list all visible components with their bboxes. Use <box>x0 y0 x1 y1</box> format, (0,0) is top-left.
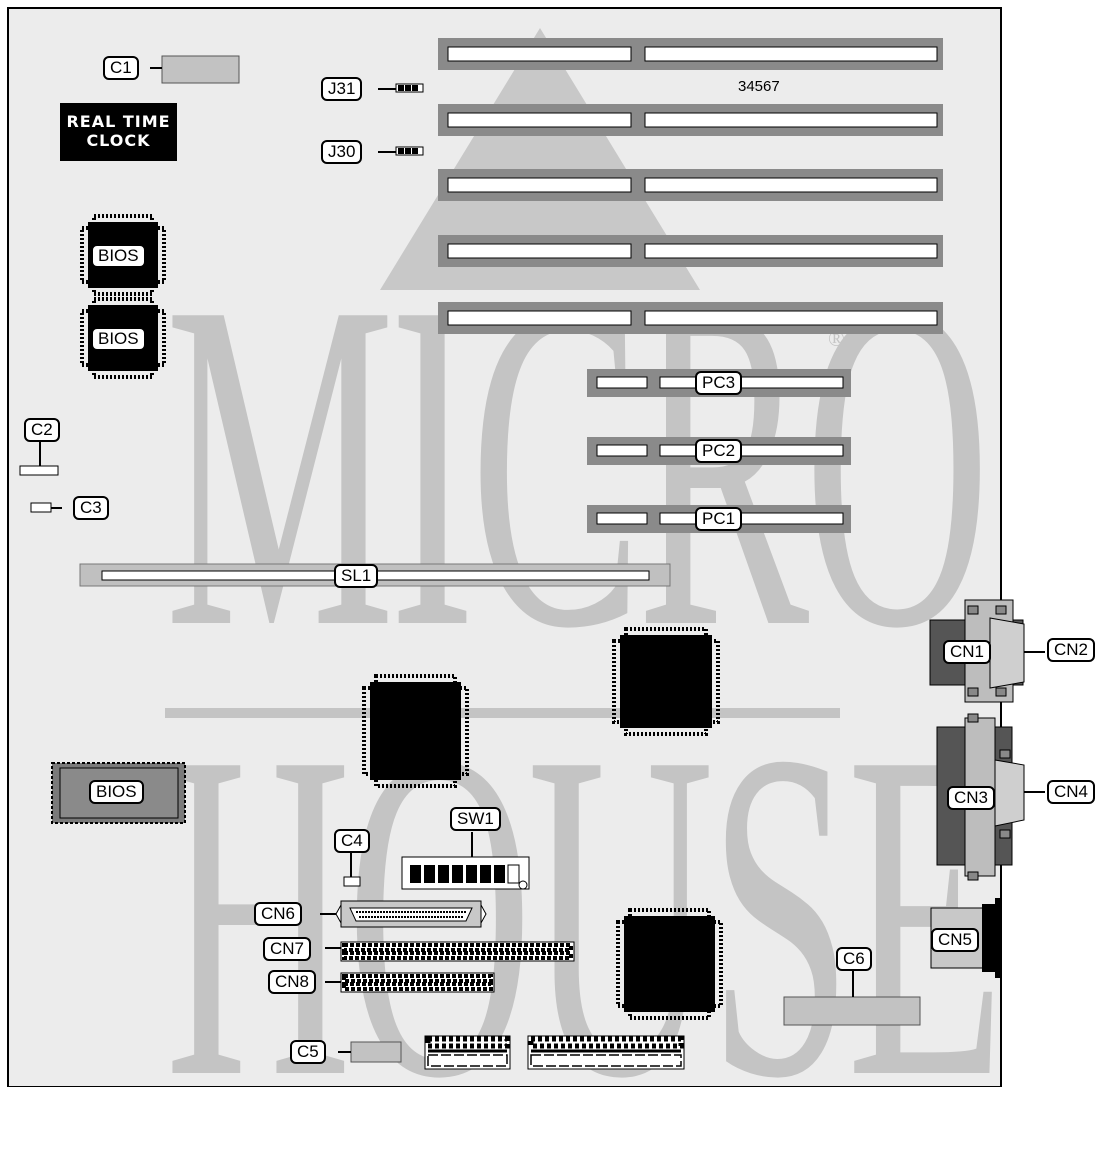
connector-cn6 <box>335 900 487 928</box>
label-pc3: PC3 <box>695 371 743 395</box>
pci-slot-pc2 <box>587 437 851 465</box>
label-c3: C3 <box>73 496 109 520</box>
chipset-1 <box>362 674 469 788</box>
component-c6 <box>783 996 921 1026</box>
component-c4 <box>343 876 361 887</box>
label-c6: C6 <box>836 947 872 971</box>
component-c1 <box>161 55 240 84</box>
label-pc2: PC2 <box>695 439 743 463</box>
label-sw1: SW1 <box>450 807 501 831</box>
label-cn5: CN5 <box>931 928 980 952</box>
bios-top-label: BIOS <box>91 244 146 268</box>
label-j30: J30 <box>321 140 363 164</box>
real-time-clock-line1: REAL TIME <box>66 112 171 131</box>
label-c5: C5 <box>290 1040 326 1064</box>
component-c3 <box>30 502 52 513</box>
watermark-bar <box>165 708 840 718</box>
component-c2 <box>19 465 59 476</box>
connector-cn7 <box>340 941 575 962</box>
expansion-slot-5 <box>438 302 943 334</box>
expansion-slot-2 <box>438 104 943 136</box>
bios-middle-label: BIOS <box>91 327 146 351</box>
chipset-3 <box>616 908 723 1020</box>
chipset-2 <box>612 627 720 736</box>
label-c4: C4 <box>334 829 370 853</box>
jumper-j30 <box>395 146 424 156</box>
label-cn2: CN2 <box>1047 638 1096 662</box>
power-connector-1 <box>424 1035 511 1070</box>
label-cn8: CN8 <box>268 970 317 994</box>
component-c5 <box>350 1041 402 1063</box>
slot-number-text: 34567 <box>738 78 780 95</box>
label-cn3: CN3 <box>947 786 996 810</box>
power-connector-2 <box>527 1035 685 1070</box>
label-sl1: SL1 <box>334 564 379 588</box>
label-j31: J31 <box>321 77 363 101</box>
label-c1: C1 <box>103 56 139 80</box>
dip-switch-sw1 <box>401 856 530 890</box>
label-pc1: PC1 <box>695 507 743 531</box>
label-cn1: CN1 <box>943 640 992 664</box>
bios-bottom-label: BIOS <box>89 780 144 804</box>
watermark-triangle <box>380 28 700 290</box>
connector-cn8 <box>340 972 495 993</box>
label-c2: C2 <box>24 418 60 442</box>
label-cn6: CN6 <box>254 902 303 926</box>
expansion-slot-4 <box>438 235 943 267</box>
expansion-slot-1 <box>438 38 943 70</box>
real-time-clock-label: REAL TIME CLOCK <box>60 112 177 150</box>
components-layer <box>19 38 1045 1070</box>
expansion-slot-3 <box>438 169 943 201</box>
jumper-j31 <box>395 83 424 93</box>
label-cn4: CN4 <box>1047 780 1096 804</box>
real-time-clock-line2: CLOCK <box>86 131 151 150</box>
label-cn7: CN7 <box>263 937 312 961</box>
